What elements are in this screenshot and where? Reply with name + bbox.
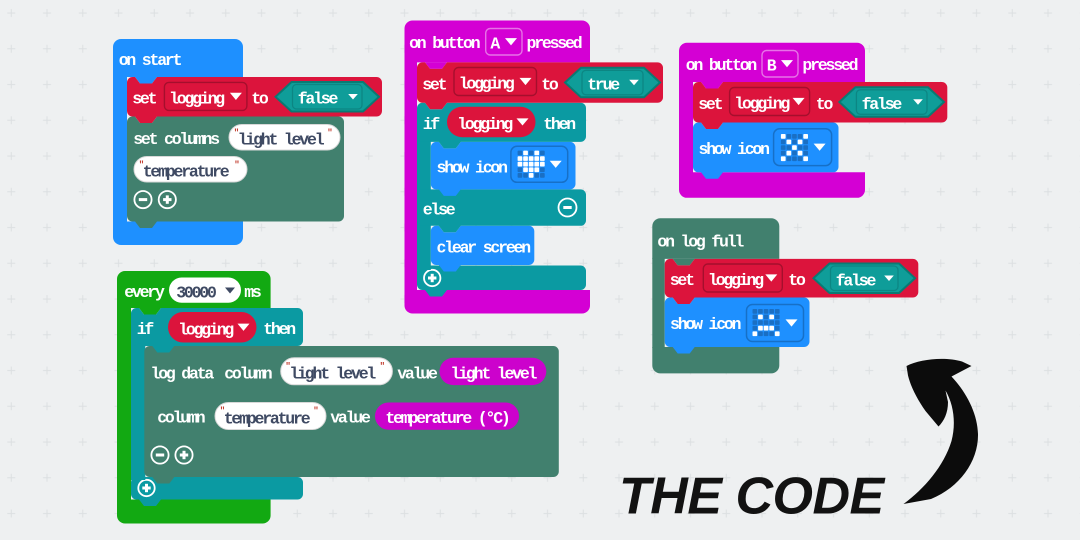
svg-text:to: to: [541, 75, 559, 94]
svg-text:": ": [139, 160, 144, 170]
svg-text:light level: light level: [238, 131, 325, 150]
svg-text:show icon: show icon: [699, 140, 770, 159]
svg-text:temperature (°C): temperature (°C): [385, 409, 509, 428]
svg-text:on button: on button: [409, 34, 480, 53]
svg-text:else: else: [423, 200, 456, 219]
svg-text:logging: logging: [459, 75, 514, 94]
svg-text:set: set: [698, 95, 722, 114]
svg-text:to: to: [816, 95, 834, 114]
svg-text:on start: on start: [119, 51, 182, 70]
svg-text:set: set: [422, 75, 446, 94]
svg-text:false: false: [298, 90, 339, 109]
svg-text:show icon: show icon: [437, 158, 508, 177]
svg-text:set: set: [132, 90, 156, 109]
svg-text:THE CODE: THE CODE: [619, 468, 886, 526]
svg-text:column: column: [157, 408, 205, 427]
svg-text:ms: ms: [244, 283, 261, 302]
svg-text:column: column: [224, 364, 272, 383]
svg-text:temperature: temperature: [143, 163, 230, 182]
svg-text:show icon: show icon: [670, 315, 741, 334]
svg-text:on button: on button: [686, 56, 757, 75]
svg-text:logging: logging: [457, 115, 512, 134]
svg-text:log data: log data: [151, 364, 215, 383]
svg-text:every: every: [124, 283, 165, 302]
svg-text:then: then: [263, 320, 295, 339]
svg-text:to: to: [251, 90, 269, 109]
svg-text:": ": [313, 406, 318, 416]
svg-text:light level: light level: [451, 364, 538, 383]
svg-text:logging: logging: [708, 271, 763, 290]
svg-text:set: set: [670, 271, 694, 290]
svg-text:": ": [234, 160, 239, 170]
svg-text:false: false: [836, 271, 877, 290]
svg-text:clear screen: clear screen: [437, 238, 531, 257]
svg-text:to: to: [788, 271, 806, 290]
svg-text:": ": [380, 361, 385, 371]
svg-text:pressed: pressed: [802, 56, 857, 75]
svg-text:true: true: [587, 76, 620, 95]
svg-text:": ": [220, 406, 225, 416]
svg-text:logging: logging: [734, 95, 789, 114]
svg-text:": ": [327, 128, 332, 138]
svg-text:set columns: set columns: [133, 130, 219, 149]
svg-text:false: false: [862, 95, 903, 114]
svg-text:if: if: [137, 320, 155, 339]
svg-text:logging: logging: [169, 89, 224, 108]
svg-text:if: if: [423, 115, 441, 134]
svg-text:30000: 30000: [176, 283, 216, 302]
svg-text:on log full: on log full: [657, 232, 744, 251]
svg-text:logging: logging: [178, 320, 233, 339]
svg-text:light level: light level: [289, 365, 376, 384]
svg-text:pressed: pressed: [527, 34, 582, 53]
svg-text:": ": [234, 128, 239, 138]
svg-text:value: value: [397, 364, 438, 383]
svg-text:temperature: temperature: [224, 409, 311, 428]
svg-text:then: then: [543, 115, 575, 134]
svg-text:value: value: [330, 408, 371, 427]
svg-text:": ": [285, 361, 290, 371]
